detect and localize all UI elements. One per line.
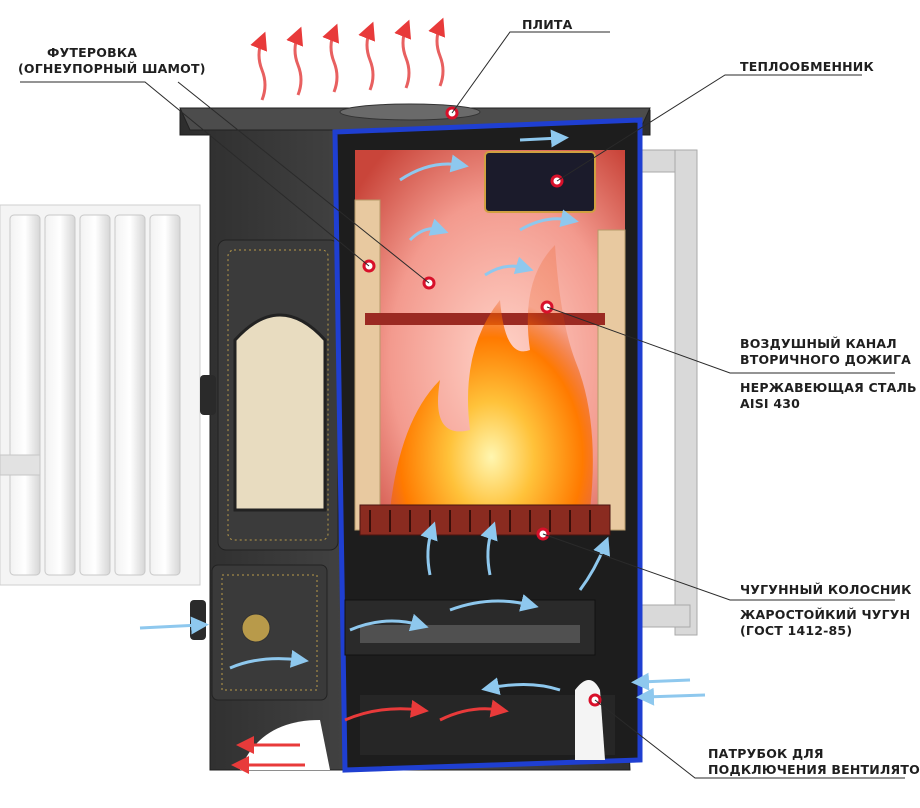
label-chugun-sub: (ГОСТ 1412-85) <box>740 623 853 638</box>
label-patrubok: ПАТРУБОК ДЛЯ <box>708 746 824 761</box>
label-plita: ПЛИТА <box>522 17 573 32</box>
heat-exchanger-pipe <box>629 149 698 636</box>
label-vozd-kanal: ВОЗДУШНЫЙ КАНАЛ <box>740 336 897 351</box>
label-nerzh: НЕРЖАВЕЮЩАЯ СТАЛЬ <box>740 380 917 395</box>
label-patrubok-sub: ПОДКЛЮЧЕНИЯ ВЕНТИЛЯТОРА <box>708 762 920 777</box>
cold-air-arrows <box>139 129 706 706</box>
leader-lines <box>20 31 905 779</box>
hot-air-arrows <box>231 699 509 774</box>
label-vozd-kanal-sub: ВТОРИЧНОГО ДОЖИГА <box>740 352 911 367</box>
label-futerovka-sub: (ОГНЕУПОРНЫЙ ШАМОТ) <box>18 61 206 76</box>
label-teploobmennik: ТЕПЛООБМЕННИК <box>740 59 874 74</box>
label-nerzh-sub: AISI 430 <box>740 396 801 411</box>
label-kolosnik: ЧУГУННЫЙ КОЛОСНИК <box>740 582 912 597</box>
rising-heat-arrows <box>250 17 446 101</box>
radiator <box>0 204 201 586</box>
label-chugun: ЖАРОСТОЙКИЙ ЧУГУН <box>740 607 911 622</box>
cutaway-interior <box>332 117 643 773</box>
label-futerovka: ФУТЕРОВКА <box>47 45 138 60</box>
